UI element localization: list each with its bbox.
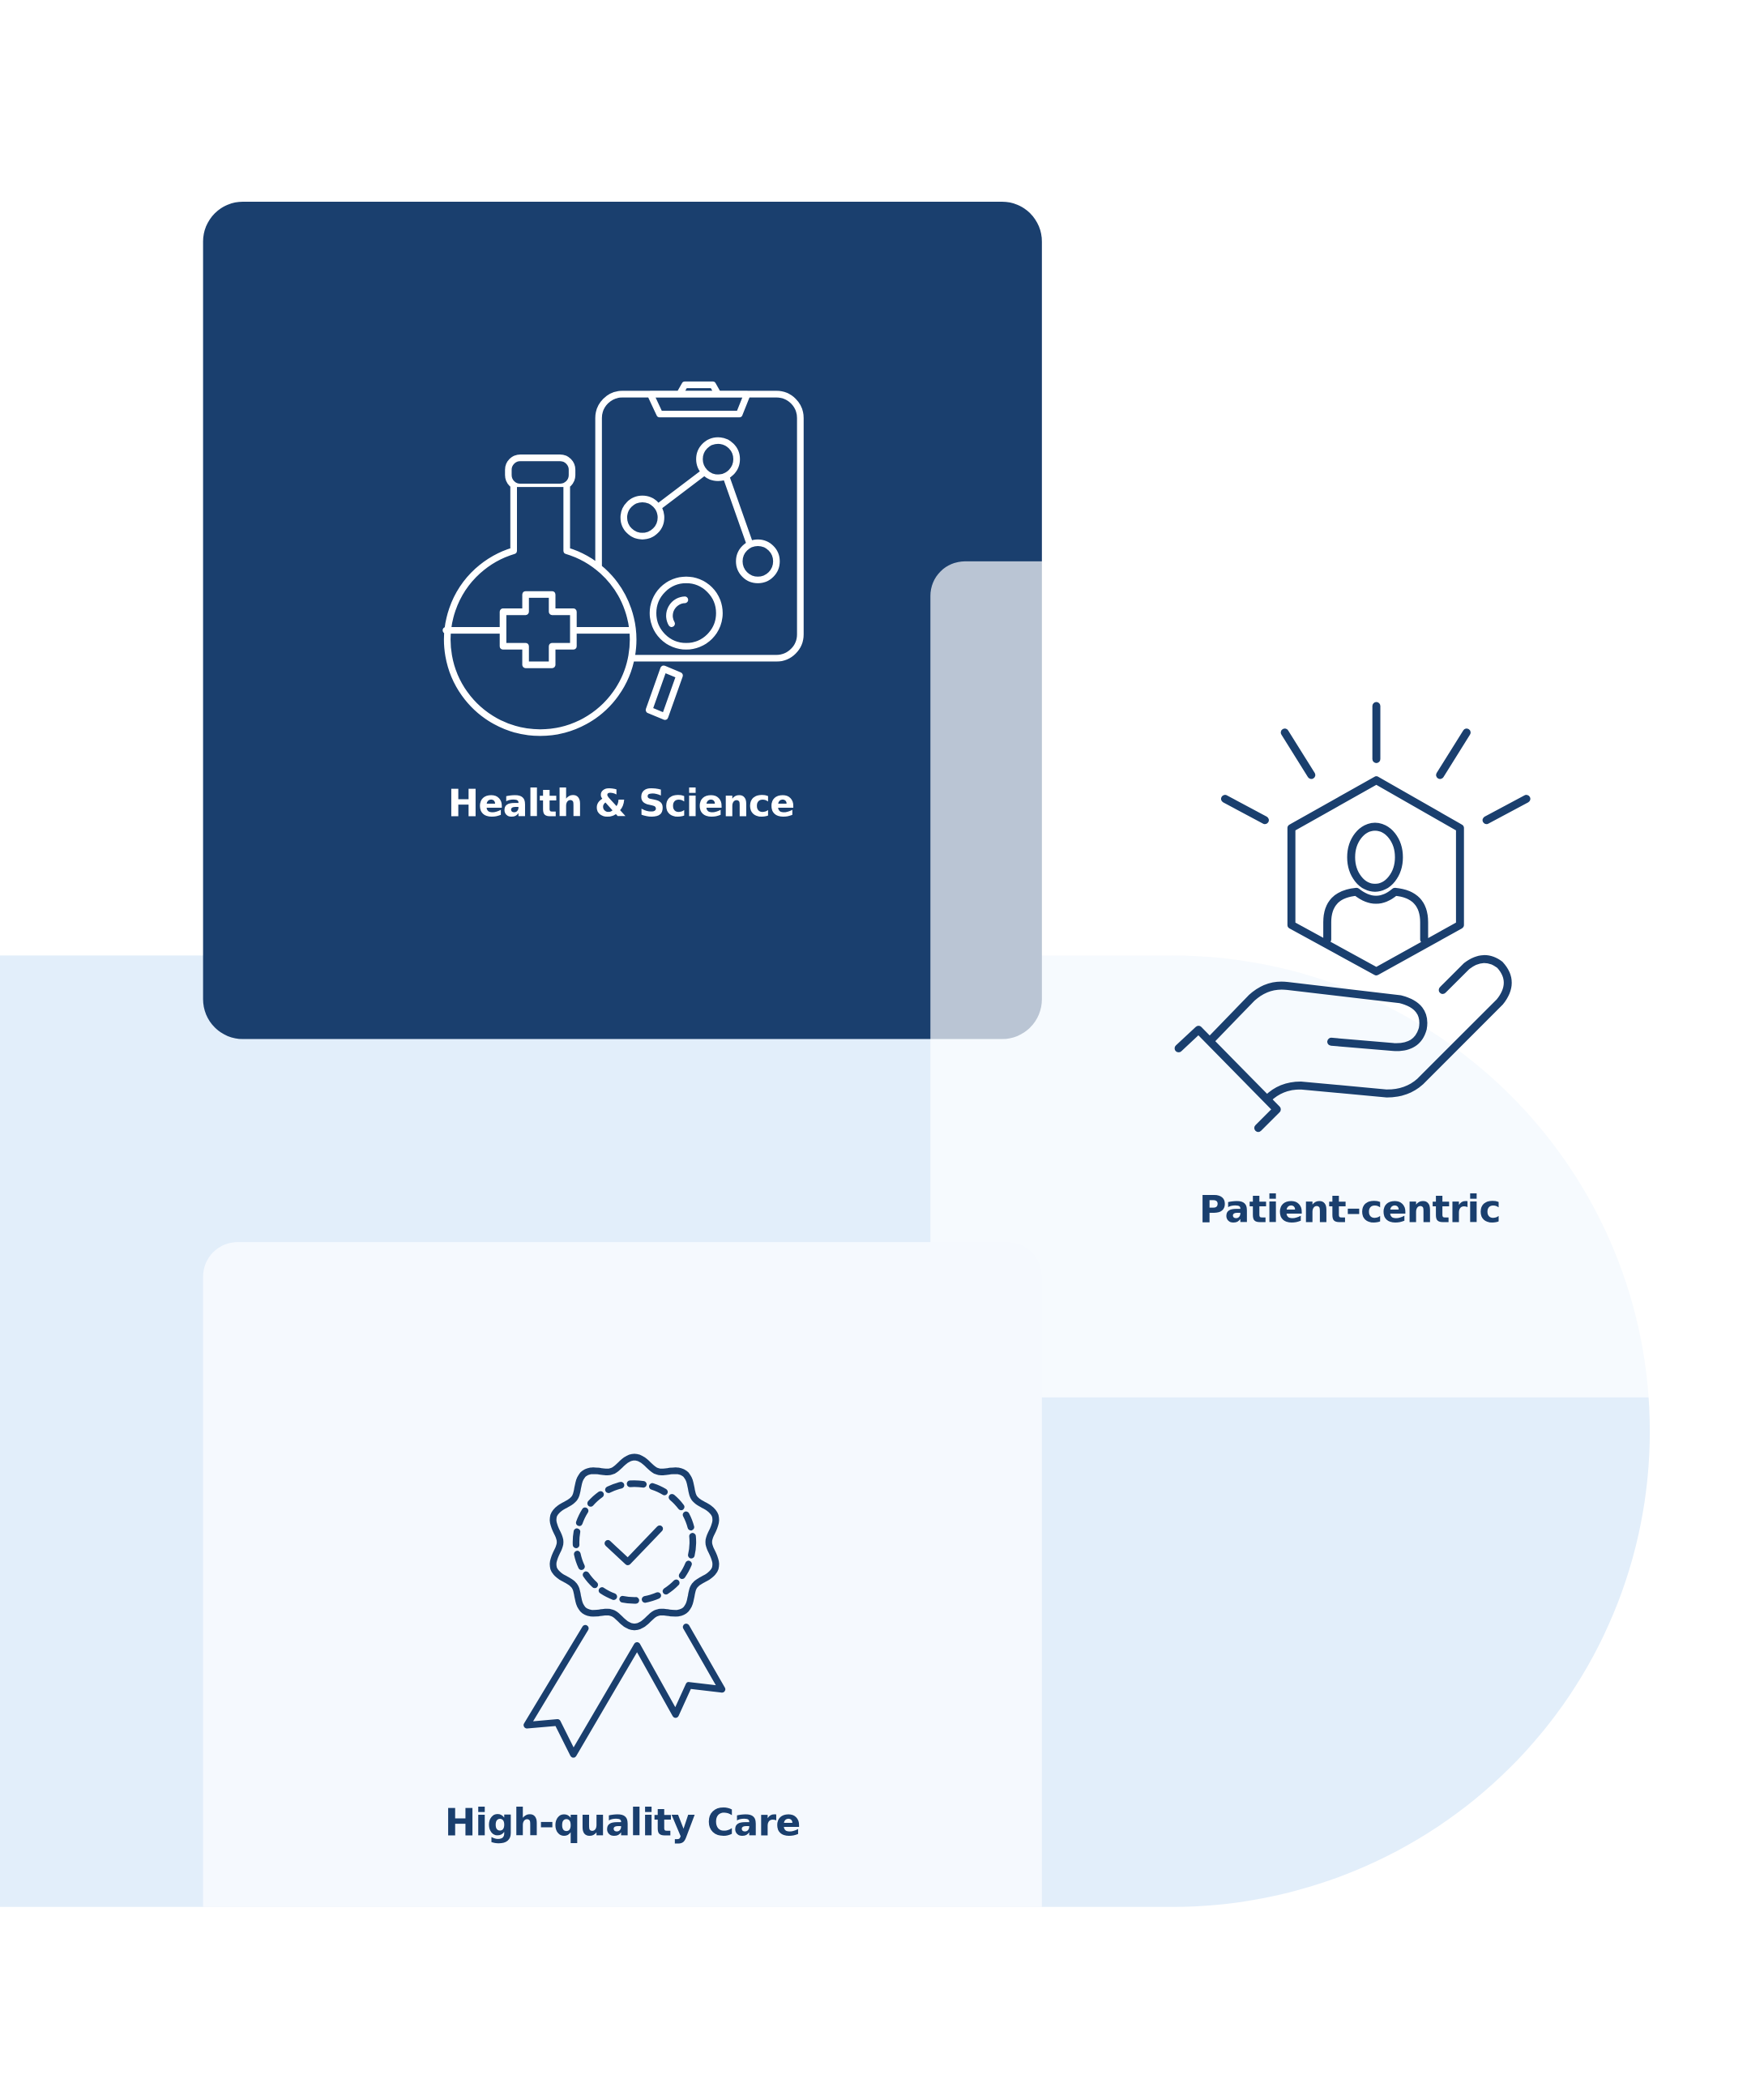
card-health-science-label: Health & Science — [447, 781, 795, 826]
card-high-quality-care-label: High-quality Care — [444, 1800, 801, 1845]
card-patient-centric-label: Patient-centric — [1198, 1188, 1501, 1232]
card-health-science — [203, 201, 1042, 1039]
